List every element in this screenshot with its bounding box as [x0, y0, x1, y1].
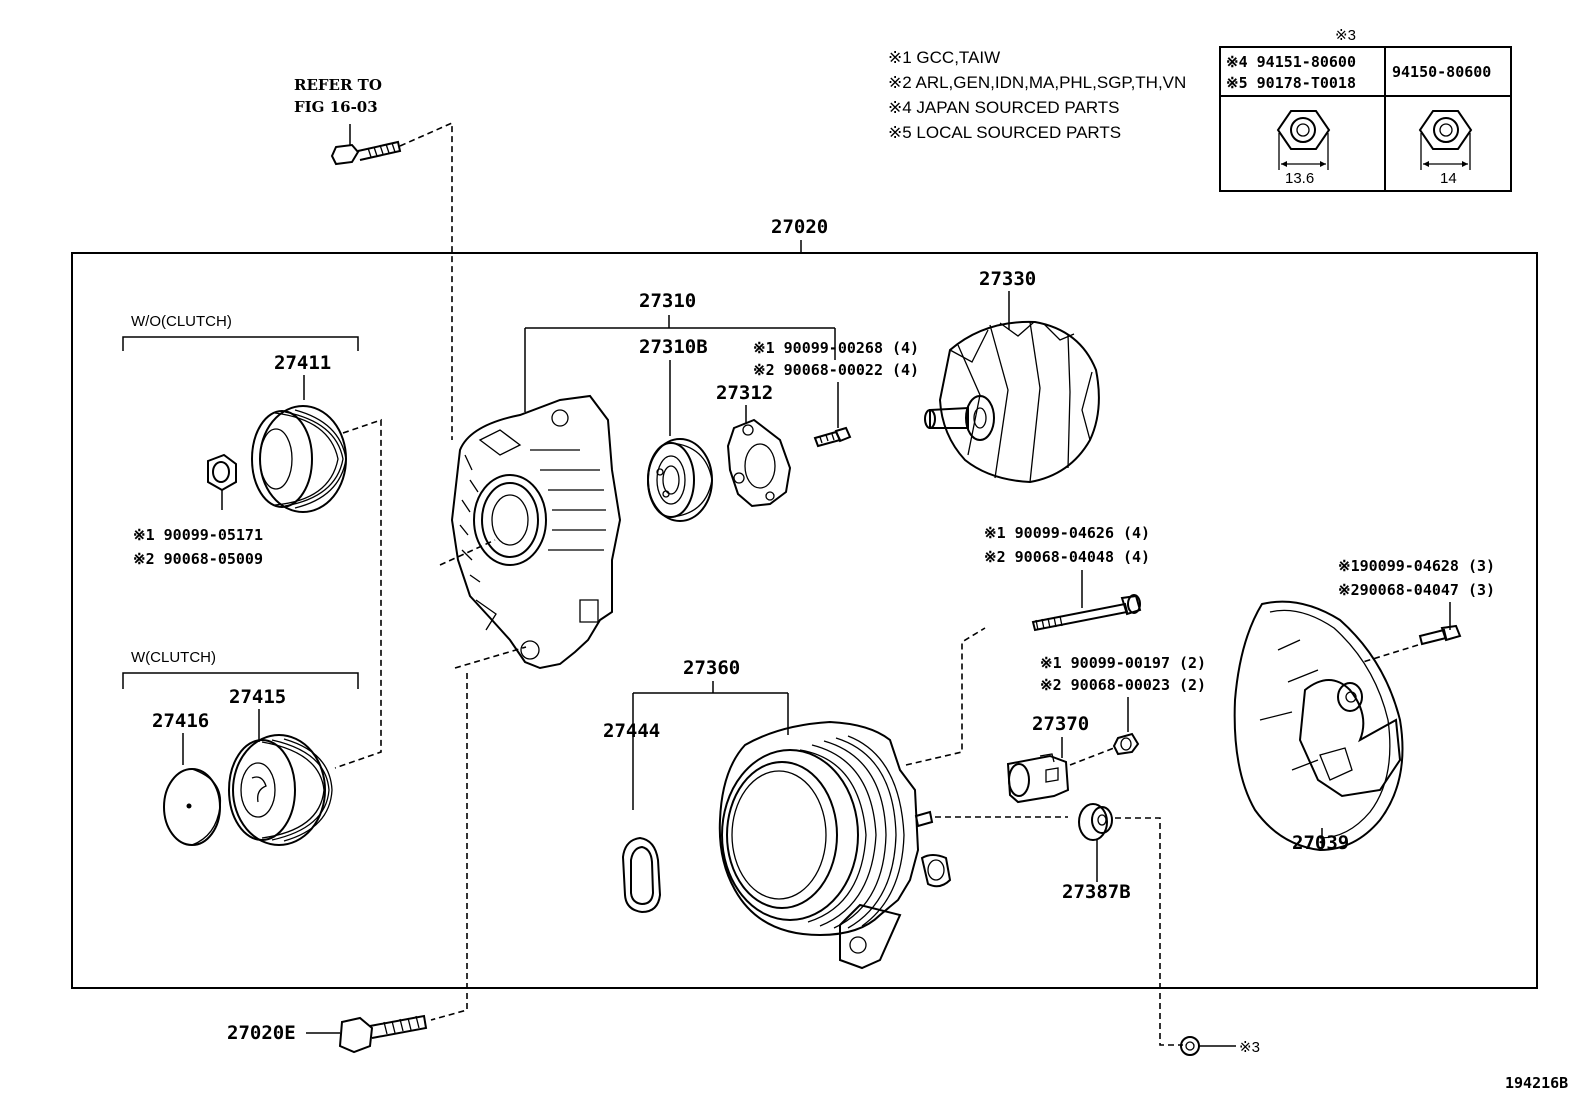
pn-reg-screw-2: ※2 90068-00023 (2) [1040, 676, 1206, 694]
cover-bolt-icon [1418, 624, 1462, 646]
nut-table-left-header-1: ※4 94151-80600 [1226, 53, 1356, 71]
through-bolt-icon [1031, 594, 1142, 632]
nut-bottom-icon [1180, 1036, 1236, 1056]
nut-table-right-header: 94150-80600 [1392, 63, 1491, 81]
label-27310: 27310 [639, 290, 696, 312]
refer-fig-text: FIG 16-03 [294, 98, 378, 116]
label-27415: 27415 [229, 686, 286, 708]
label-27330: 27330 [979, 268, 1036, 290]
leader-frame-pulley [439, 539, 496, 566]
label-nut-bottom-marker: ※3 [1239, 1039, 1260, 1056]
bearing-27310b-icon [647, 438, 713, 522]
regulator-screw-icon [1112, 732, 1140, 756]
label-27416: 27416 [152, 710, 209, 732]
label-27370: 27370 [1032, 713, 1089, 735]
pn-nut-pulley-2: ※2 90068-05009 [133, 550, 263, 568]
mount-bolt-top-icon [330, 124, 402, 166]
label-27411: 27411 [274, 352, 331, 374]
note-gcc: ※1 GCC,TAIW [888, 48, 1000, 67]
label-27020: 27020 [771, 216, 828, 238]
label-27039: 27039 [1292, 832, 1349, 854]
nut-13-6-icon [1276, 110, 1331, 170]
refer-to-text: REFER TO [294, 76, 382, 94]
bracket-wo-clutch [122, 336, 359, 351]
pulley-27415-icon [228, 734, 333, 846]
note-local-sourced: ※5 LOCAL SOURCED PARTS [888, 123, 1121, 142]
insulator-27387b-icon [1078, 803, 1113, 841]
pn-reg-screw-1: ※1 90099-00197 (2) [1040, 654, 1206, 672]
drive-end-frame-icon [450, 394, 622, 670]
pn-through-bolt-1: ※1 90099-04626 (4) [984, 524, 1150, 542]
pulley-27411-icon [251, 405, 347, 513]
pn-through-bolt-2: ※2 90068-04048 (4) [984, 548, 1150, 566]
label-27360: 27360 [683, 657, 740, 679]
clutch-cap-27416-icon [163, 768, 222, 846]
label-27312: 27312 [716, 382, 773, 404]
bracket-27310 [524, 315, 836, 412]
nut-table-left-header-2: ※5 90178-T0018 [1226, 74, 1356, 92]
leader-pulleys [334, 418, 382, 769]
seal-27444-icon [621, 836, 662, 914]
retainer-27312-icon [726, 418, 792, 508]
bracket-27360 [632, 681, 789, 810]
leader-cover [1362, 644, 1419, 663]
nut-table-frame [1219, 46, 1512, 192]
pulley-nut-icon [207, 453, 237, 510]
rectifier-end-frame-icon [718, 720, 952, 970]
leader-regulator [1069, 747, 1115, 766]
leader-top-bolt [399, 121, 453, 440]
rotor-27330-icon [924, 320, 1100, 484]
retainer-screw-icon [813, 426, 852, 448]
regional-notes: ※1 GCC,TAIW ※2 ARL,GEN,IDN,MA,PHL,SGP,TH… [888, 48, 1186, 142]
label-wo-clutch: W/O(CLUTCH) [131, 313, 232, 330]
mount-bolt-bottom-icon [338, 1014, 428, 1054]
bracket-w-clutch [122, 672, 359, 689]
label-27444: 27444 [603, 720, 660, 742]
nut-table-right-dimension: 14 [1440, 170, 1457, 187]
drawing-id: 194216B [1505, 1074, 1568, 1092]
regulator-27370-icon [1006, 753, 1070, 804]
pn-screw-retainer-1: ※1 90099-00268 (4) [753, 339, 919, 357]
leader-nut-bottom [1115, 817, 1183, 1046]
label-27020e: 27020E [227, 1022, 296, 1044]
pn-nut-pulley-1: ※1 90099-05171 [133, 526, 263, 544]
label-27310b: 27310B [639, 336, 708, 358]
pn-cover-bolt-2: ※290068-04047 (3) [1338, 581, 1495, 599]
pn-screw-retainer-2: ※2 90068-00022 (4) [753, 361, 919, 379]
note-japan-sourced: ※4 JAPAN SOURCED PARTS [888, 98, 1120, 117]
nut-table-left-dimension: 13.6 [1285, 170, 1314, 187]
rear-cover-27039-icon [1233, 600, 1404, 852]
pn-cover-bolt-1: ※190099-04628 (3) [1338, 557, 1495, 575]
label-w-clutch: W(CLUTCH) [131, 649, 216, 666]
nut-table-marker: ※3 [1335, 27, 1356, 44]
assembly-box [71, 252, 1538, 989]
note-regions: ※2 ARL,GEN,IDN,MA,PHL,SGP,TH,VN [888, 73, 1186, 92]
leader-frame-bottom [454, 646, 527, 669]
leader-bottom-bolt [430, 673, 468, 1021]
label-27387b: 27387B [1062, 881, 1131, 903]
nut-14-icon [1418, 110, 1473, 170]
nut-variant-table: ※3 ※4 94151-80600 ※5 90178-T0018 94150-8… [1219, 27, 1512, 192]
leader-through-bolt [905, 627, 986, 766]
